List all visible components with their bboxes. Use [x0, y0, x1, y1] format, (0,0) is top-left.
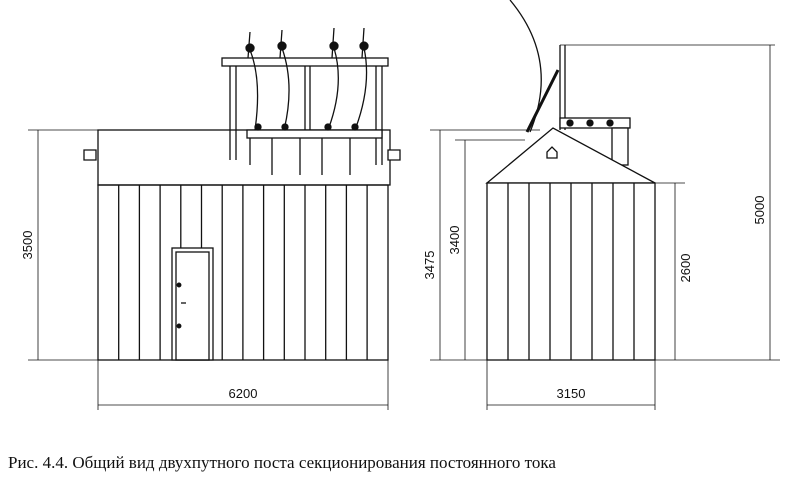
front-mast [221, 27, 389, 175]
door-frame [175, 251, 210, 361]
dim-label-3475: 3475 [422, 251, 437, 280]
dim-label-5000: 5000 [752, 196, 767, 225]
roof-vent [546, 146, 558, 159]
front-view [28, 27, 401, 410]
dim-label-3500: 3500 [20, 231, 35, 260]
side-view [430, 0, 780, 410]
drive-rod [525, 69, 560, 133]
dim-label-2600: 2600 [678, 254, 693, 283]
dim-label-3400: 3400 [447, 226, 462, 255]
dim-label-3150: 3150 [557, 386, 586, 401]
figure-caption: Рис. 4.4. Общий вид двухпутного поста се… [8, 453, 556, 472]
dim-label-6200: 6200 [229, 386, 258, 401]
wall-planks [507, 183, 635, 360]
wall-brackets [83, 149, 401, 161]
door-hinge [176, 282, 182, 288]
door-hinge [176, 323, 182, 329]
pitched-roof [485, 127, 656, 184]
wall-planks [118, 185, 368, 360]
equipment-rack [559, 117, 631, 129]
door [171, 247, 214, 361]
